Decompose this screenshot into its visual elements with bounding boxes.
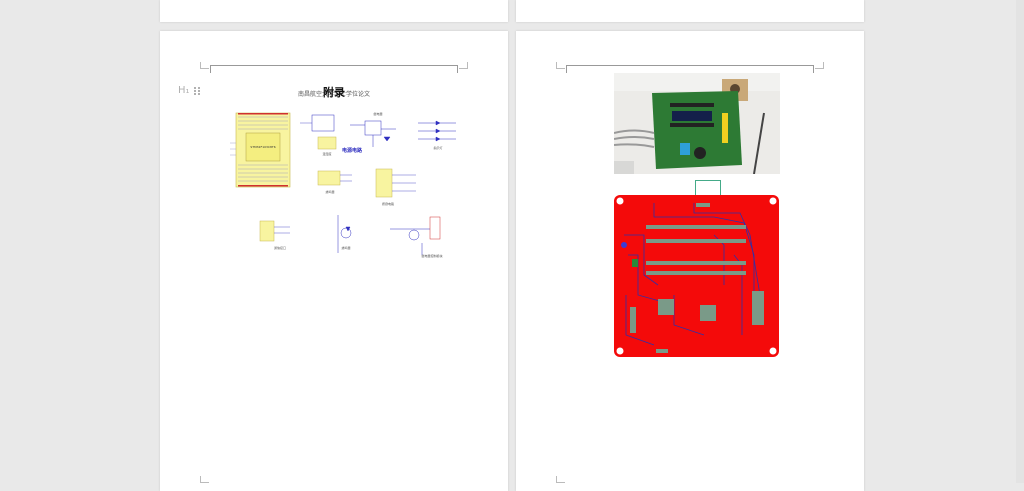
document-page-left: 南昌航空大学学士学位论文 H₁ 附录 STM32F103C8T6 温湿度 [160,31,508,491]
board-photo[interactable] [614,73,780,174]
schematic-label-buzzer: 蜂鸣器 [325,189,334,194]
appendix-title: 附录 [323,86,345,99]
schematic-label-transistor: 蜂鸣器 [341,245,350,250]
schematic-label-relay-module: 继电器控制模块 [421,253,442,258]
document-page-right: 南昌航空大学学士学位论文 [516,31,864,491]
pcb-layout-image[interactable] [614,195,779,357]
schematic-label-keys: 按键电路 [382,201,394,206]
image-anchor-box [695,180,721,196]
previous-page-left [160,0,508,22]
header-rule [210,65,458,74]
schematic-transistor [337,215,352,253]
schematic-relay-module [390,216,441,255]
schematic-led [418,120,456,142]
pcb-traces [616,197,777,355]
page-corner-mark [815,62,824,69]
heading-level-label: H₁ [178,85,190,96]
header-rule [566,65,814,74]
page-corner-mark [556,476,565,483]
schematic-label-relay: 继电器 [373,111,382,116]
page-corner-mark [200,476,209,483]
page-corner-mark [459,62,468,69]
schematic-buzzer [317,170,352,186]
schematic-label-comm: 通信接口 [274,245,286,250]
schematic-label-led: 指示灯 [433,145,442,150]
page-corner-mark [556,62,565,69]
schematic-label-power: 电源电路 [342,147,363,154]
schematic-comm [259,220,290,242]
window-edge [1016,0,1024,483]
heading-level-control[interactable]: H₁ [178,85,200,96]
schematic-relay [350,120,396,147]
board-photo-image [614,73,780,174]
page-header: 南昌航空大学学士学位论文 [297,91,370,98]
page-corner-mark [200,62,209,69]
previous-page-right [516,0,864,22]
drag-handle-icon[interactable] [193,86,200,95]
schematic-label-mcu: STM32F103C8T6 [250,145,275,149]
schematic-label-sensor: 温湿度 [322,151,331,156]
schematic-mcu [230,112,291,188]
circuit-schematic: STM32F103C8T6 温湿度 电源电路 继电器 指示灯 蜂 [230,111,456,258]
schematic-keys [375,168,416,198]
schematic-sensor [300,114,337,150]
